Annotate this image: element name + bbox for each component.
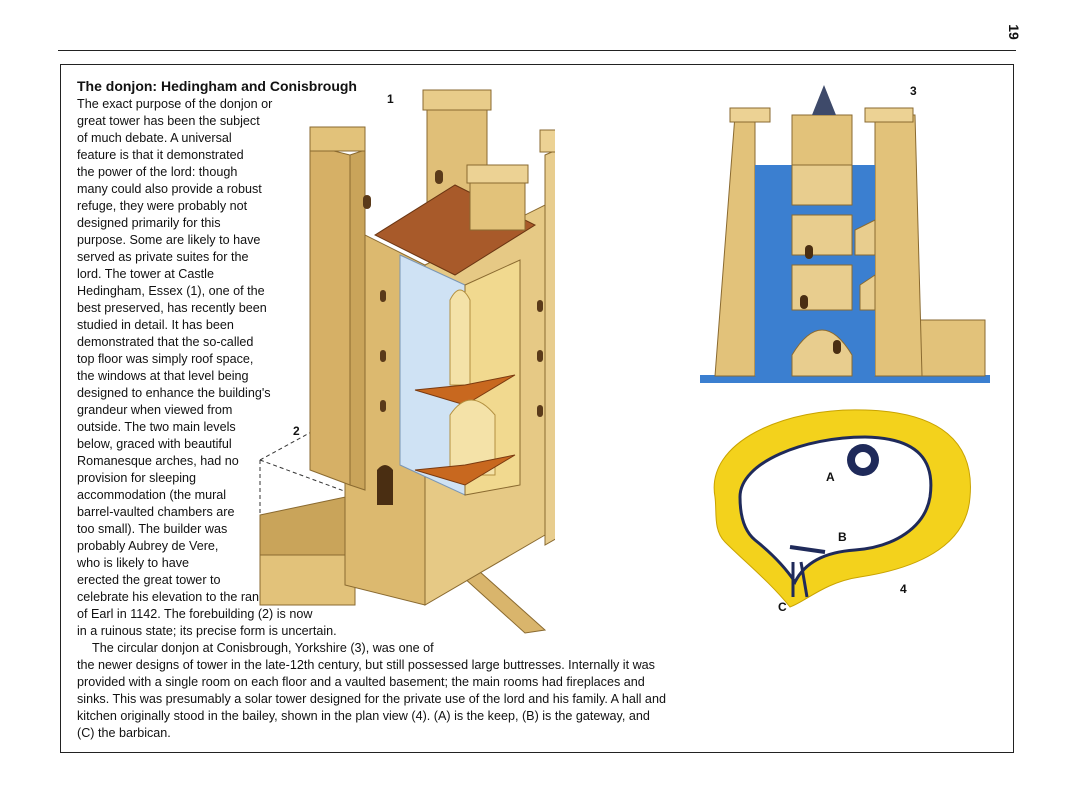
figure-label-4: 4 — [900, 582, 907, 596]
body-line: feature is that it demonstrated — [77, 148, 244, 162]
body-line: best preserved, has recently been — [77, 301, 267, 315]
body-line: served as private suites for the — [77, 250, 249, 264]
conisbrough-plan-illustration — [713, 409, 971, 608]
body-line: celebrate his elevation to the rank — [77, 590, 266, 604]
body-line: great tower has been the subject — [77, 114, 260, 128]
figure-label-1: 1 — [387, 92, 394, 106]
body-line: Romanesque arches, had no — [77, 454, 239, 468]
bottom-line: sinks. This was presumably a solar tower… — [77, 692, 666, 706]
bottom-line: provided with a single room on each floo… — [77, 675, 645, 689]
body-line: erected the great tower to — [77, 573, 221, 587]
body-line: provision for sleeping — [77, 471, 197, 485]
body-line: the power of the lord: though — [77, 165, 238, 179]
body-line: refuge, they were probably not — [77, 199, 248, 213]
body-line: designed primarily for this — [77, 216, 221, 230]
figure-label-3: 3 — [910, 84, 917, 98]
bottom-line: The circular donjon at Conisbrough, York… — [92, 641, 434, 655]
page-number: 19 — [1006, 24, 1022, 40]
body-line: grandeur when viewed from — [77, 403, 233, 417]
body-line: lord. The tower at Castle — [77, 267, 214, 281]
body-line: demonstrated that the so-called — [77, 335, 254, 349]
plan-label-b: B — [838, 530, 847, 544]
body-line: of much debate. A universal — [77, 131, 232, 145]
hedingham-keep-illustration — [259, 89, 555, 634]
section-heading: The donjon: Hedingham and Conisbrough — [77, 78, 357, 94]
body-line: top floor was simply roof space, — [77, 352, 254, 366]
conisbrough-section-illustration — [700, 85, 990, 383]
body-line: barrel-vaulted chambers are — [77, 505, 235, 519]
bottom-line: (C) the barbican. — [77, 726, 171, 740]
figure-label-2: 2 — [293, 424, 300, 438]
body-line: designed to enhance the building's — [77, 386, 271, 400]
bottom-line: kitchen originally stood in the bailey, … — [77, 709, 650, 723]
body-line: below, graced with beautiful — [77, 437, 232, 451]
plan-label-a: A — [826, 470, 835, 484]
body-line: many could also provide a robust — [77, 182, 262, 196]
plan-label-c: C — [778, 600, 787, 614]
body-line: purpose. Some are likely to have — [77, 233, 261, 247]
bottom-line: the newer designs of tower in the late-1… — [77, 658, 655, 672]
body-line: too small). The builder was — [77, 522, 228, 536]
body-line: in a ruinous state; its precise form is … — [77, 624, 337, 638]
body-line: probably Aubrey de Vere, — [77, 539, 219, 553]
header-rule — [58, 50, 1016, 51]
body-line: of Earl in 1142. The forebuilding (2) is… — [77, 607, 313, 621]
body-line: The exact purpose of the donjon or — [77, 97, 273, 111]
body-line: outside. The two main levels — [77, 420, 236, 434]
body-line: studied in detail. It has been — [77, 318, 234, 332]
body-line: accommodation (the mural — [77, 488, 227, 502]
figure-frame — [60, 64, 1014, 753]
body-line: who is likely to have — [77, 556, 189, 570]
body-line: Hedingham, Essex (1), one of the — [77, 284, 265, 298]
body-line: the windows at that level being — [77, 369, 249, 383]
